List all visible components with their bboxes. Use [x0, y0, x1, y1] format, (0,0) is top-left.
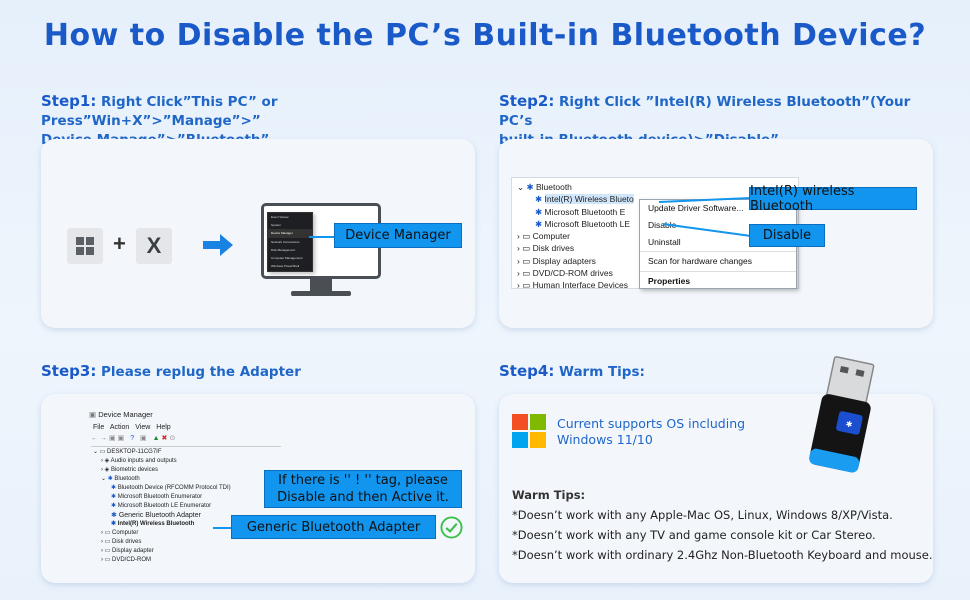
- winx-item: System: [271, 223, 282, 228]
- forward-icon[interactable]: →: [100, 435, 109, 442]
- winx-item: Network Connections: [271, 239, 300, 244]
- page-title: How to Disable the PC’s Built-in Bluetoo…: [43, 18, 927, 53]
- tree-item[interactable]: › ▭ Computer: [517, 231, 570, 242]
- step3-device-tree: ⌄ ▭ DESKTOP-11CG7IF › ◈ Audio inputs and…: [93, 448, 231, 565]
- step3-text: Please replug the Adapter: [101, 364, 301, 380]
- step2-number: Step2:: [499, 92, 555, 110]
- refresh-icon[interactable]: ⊙: [169, 435, 178, 442]
- windows-key: [67, 228, 103, 264]
- usb-adapter-icon: ✱: [809, 356, 875, 473]
- windows-logo-icon: [512, 414, 546, 448]
- step2-card: ⌄ ✱ Bluetooth ✱ Intel(R) Wireless Blueto…: [499, 139, 933, 328]
- window-title: ▣ Device Manager: [89, 410, 153, 419]
- tree-item[interactable]: › ▭ DVD/CD-ROM: [101, 557, 152, 563]
- winx-item: Computer Management: [271, 256, 303, 261]
- step3-heading: Step3: Please replug the Adapter: [41, 362, 481, 382]
- plus-sign: +: [113, 231, 126, 256]
- step4-heading: Step4: Warm Tips:: [499, 362, 799, 382]
- menu-properties[interactable]: Properties: [640, 271, 796, 291]
- x-key-icon: X: [136, 228, 172, 264]
- step1-number: Step1:: [41, 92, 97, 110]
- menu-uninstall[interactable]: Uninstall: [648, 237, 681, 247]
- step2-text-line1: Right Click ”Intel(R) Wireless Bluetooth…: [499, 94, 911, 129]
- svg-text:✱: ✱: [845, 419, 854, 429]
- menu-scan[interactable]: Scan for hardware changes: [640, 251, 796, 271]
- tree-item-generic-adapter[interactable]: ✱ Generic Bluetooth Adapter: [111, 512, 201, 519]
- menu-update-driver[interactable]: Update Driver Software...: [648, 203, 744, 213]
- step4-text: Warm Tips:: [559, 364, 645, 380]
- callout-tag-line1: If there is '' ! '' tag, please: [278, 473, 448, 488]
- step2-device-tree: ⌄ ✱ Bluetooth ✱ Intel(R) Wireless Blueto…: [517, 181, 634, 292]
- monitor-icon: Event Viewer System Device Manager Netwo…: [261, 203, 381, 299]
- callout-tag-line2: Disable and then Active it.: [277, 490, 449, 505]
- menu-file[interactable]: File: [93, 424, 105, 431]
- tree-item[interactable]: › ▭ Display adapter: [101, 548, 154, 554]
- tree-item[interactable]: › ▭ Human Interface Devices: [517, 280, 629, 291]
- tree-item[interactable]: › ▭ DVD/CD-ROM drives: [517, 268, 613, 279]
- winx-item: Windows PowerShell: [271, 264, 300, 269]
- menu-disable[interactable]: Disable: [648, 220, 677, 230]
- winx-menu: Event Viewer System Device Manager Netwo…: [267, 212, 313, 272]
- menubar: File Action View Help: [93, 424, 171, 431]
- step1-card: + X Event Viewer System Device Manager N…: [41, 139, 475, 328]
- tree-item[interactable]: › ▭ Computer: [101, 530, 139, 536]
- callout-device-manager: Device Manager: [334, 223, 462, 248]
- tree-item[interactable]: › ▭ Display adapters: [517, 255, 596, 266]
- callout-connectors: [659, 197, 752, 237]
- menu-view[interactable]: View: [135, 424, 151, 431]
- back-icon[interactable]: ←: [91, 435, 100, 442]
- tree-item-intel-bluetooth[interactable]: ✱ Intel(R) Wireless Bluetooth: [111, 521, 195, 527]
- tree-item[interactable]: › ◈ Audio inputs and outputs: [101, 458, 177, 464]
- step1-text-line1: Right Click”This PC” or Press”Win+X”>”Ma…: [41, 94, 278, 129]
- tree-item[interactable]: ✱ Bluetooth Device (RFCOMM Protocol TDI): [111, 485, 231, 491]
- arrow-right-icon: [203, 234, 233, 256]
- tree-root[interactable]: ⌄ ▭ DESKTOP-11CG7IF: [93, 449, 162, 455]
- tree-item[interactable]: › ◈ Biometric devices: [101, 467, 158, 473]
- tip-item: *Doesn’t work with any TV and game conso…: [512, 528, 876, 542]
- callout-exclamation-tag: If there is '' ! '' tag, please Disable …: [264, 470, 462, 508]
- step3-card: ▣ Device Manager File Action View Help ←…: [41, 394, 475, 583]
- winx-item: Event Viewer: [271, 215, 289, 219]
- tree-item[interactable]: ✱ Microsoft Bluetooth Enumerator: [111, 494, 203, 500]
- menu-help[interactable]: Help: [156, 424, 171, 431]
- winx-item: Disk Management: [271, 247, 296, 252]
- os-line2: Windows 11/10: [557, 432, 653, 447]
- tree-item[interactable]: ✱ Microsoft Bluetooth E: [535, 206, 626, 217]
- os-line1: Current supports OS including: [557, 416, 746, 431]
- check-circle-icon: [440, 516, 463, 539]
- tree-item-bluetooth[interactable]: ⌄ ✱ Bluetooth: [101, 476, 140, 482]
- toolbar: ←→▣▣ ? ▣ ▲✖⊙: [91, 435, 178, 442]
- tip-item: *Doesn’t work with any Apple-Mac OS, Lin…: [512, 508, 893, 522]
- tree-item-bluetooth[interactable]: ⌄ ✱ Bluetooth: [517, 182, 572, 192]
- callout-intel-bluetooth: Intel(R) wireless Bluetooth: [749, 184, 917, 214]
- callout-disable: Disable: [749, 224, 825, 247]
- os-support: Current supports OS including Windows 11…: [557, 416, 745, 448]
- tips-title: Warm Tips:: [512, 488, 586, 502]
- callout-generic-adapter: Generic Bluetooth Adapter: [231, 515, 436, 539]
- tree-item-intel-bluetooth[interactable]: ✱ Intel(R) Wireless Blueto: [535, 194, 634, 205]
- windows-logo-icon: [76, 237, 94, 255]
- enable-icon[interactable]: ▲: [152, 435, 162, 442]
- help-icon[interactable]: ?: [130, 435, 137, 442]
- step3-number: Step3:: [41, 362, 97, 380]
- uninstall-icon[interactable]: ✖: [161, 435, 170, 442]
- step4-number: Step4:: [499, 362, 555, 380]
- tree-item[interactable]: ✱ Microsoft Bluetooth LE: [535, 218, 631, 229]
- tree-item[interactable]: › ▭ Disk drives: [101, 539, 142, 545]
- tree-item[interactable]: › ▭ Disk drives: [517, 243, 575, 254]
- winx-item-device-manager: Device Manager: [268, 229, 312, 238]
- tree-item[interactable]: ✱ Microsoft Bluetooth LE Enumerator: [111, 503, 212, 509]
- tip-item: *Doesn’t work with ordinary 2.4Ghz Non-B…: [512, 548, 933, 562]
- menu-action[interactable]: Action: [109, 424, 130, 431]
- toolbar-divider: [91, 446, 281, 447]
